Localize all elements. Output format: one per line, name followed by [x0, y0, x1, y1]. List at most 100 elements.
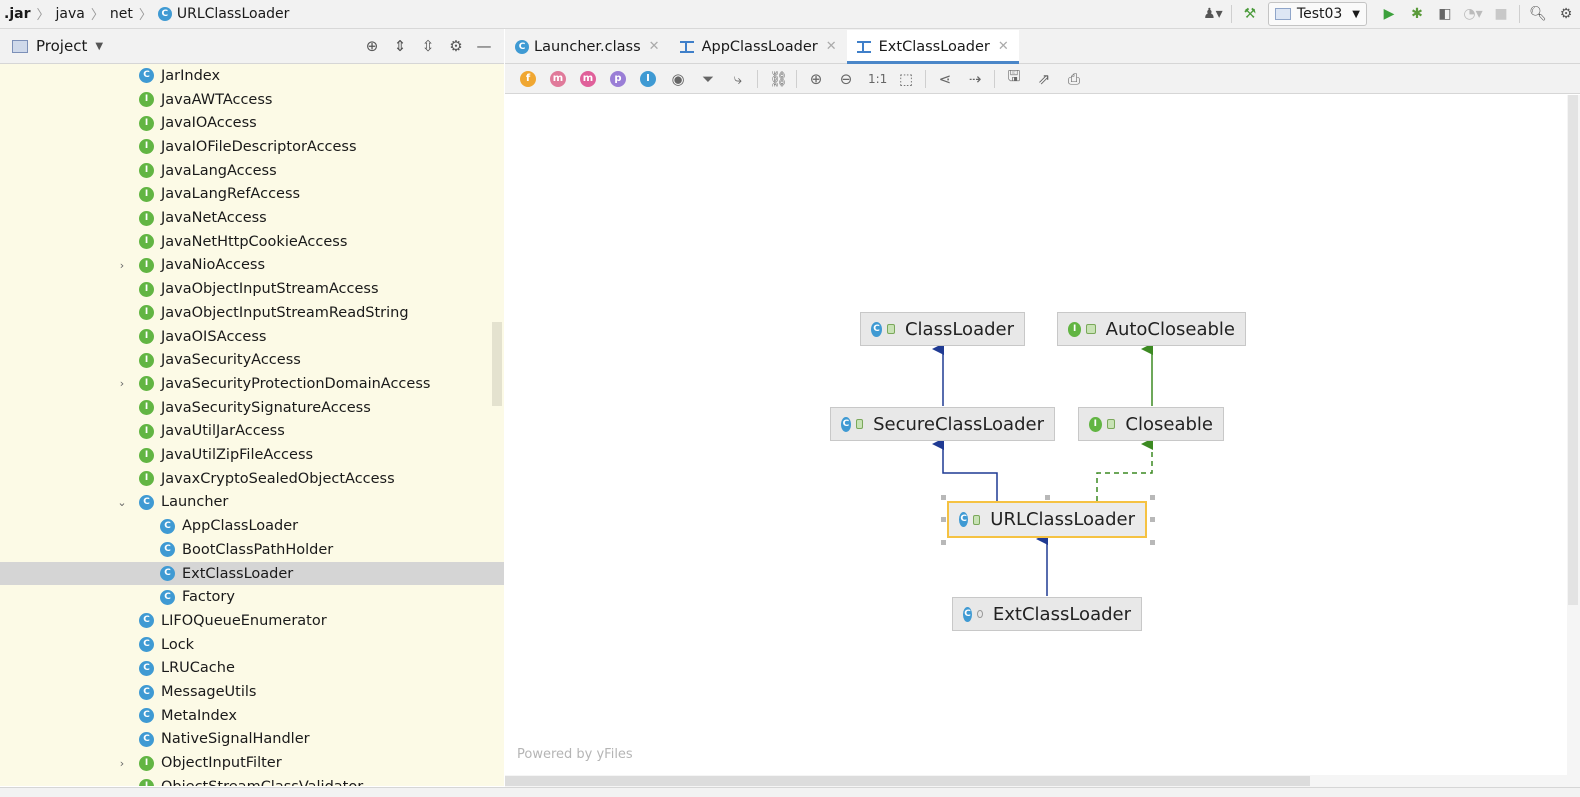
methods-icon[interactable]: m — [580, 70, 596, 87]
close-icon[interactable]: ✕ — [648, 39, 660, 54]
locate-icon[interactable]: ⊕ — [365, 37, 379, 55]
close-icon[interactable]: ✕ — [825, 39, 837, 54]
resize-handle[interactable] — [1045, 495, 1050, 500]
resize-handle[interactable] — [941, 495, 946, 500]
diagram-node-closeable[interactable]: I Closeable — [1078, 407, 1224, 441]
dependencies-icon[interactable]: ⛓ — [769, 69, 789, 88]
resize-handle[interactable] — [1150, 540, 1155, 545]
apply-layout-icon[interactable]: ⇢ — [968, 69, 982, 88]
chevron-right-icon[interactable]: › — [119, 756, 125, 770]
tab-appclassloader[interactable]: AppClassLoader ✕ — [670, 30, 847, 63]
run-configuration-select[interactable]: Test03 ▼ — [1267, 2, 1367, 26]
filter-icon[interactable]: ⏷ — [701, 69, 714, 88]
diagram-node-classloader[interactable]: C ClassLoader — [860, 312, 1025, 346]
properties-icon[interactable]: p — [610, 70, 626, 87]
project-view-selector[interactable]: Project ▼ — [12, 37, 103, 55]
tab-extclassloader[interactable]: ExtClassLoader ✕ — [846, 30, 1019, 64]
zoom-out-icon[interactable]: ⊖ — [839, 69, 853, 88]
edge-mode-icon[interactable]: ⤷ — [733, 69, 743, 88]
tree-item-label: MessageUtils — [161, 684, 257, 701]
resize-handle[interactable] — [1150, 517, 1155, 522]
tree-scrollbar[interactable] — [492, 322, 502, 406]
stop-icon[interactable]: ■ — [1494, 6, 1508, 22]
chevron-right-icon[interactable]: › — [119, 377, 125, 391]
expand-all-icon[interactable]: ⇕ — [393, 37, 407, 55]
diagram-canvas[interactable]: C ClassLoader I AutoCloseable C SecureCl… — [505, 95, 1567, 775]
hammer-icon[interactable]: ⚒ — [1243, 6, 1257, 22]
resize-handle[interactable] — [941, 517, 946, 522]
close-icon[interactable]: ✕ — [997, 39, 1009, 54]
canvas-vertical-scrollbar[interactable] — [1567, 95, 1580, 775]
constructors-icon[interactable]: m — [550, 70, 566, 87]
actual-size-icon[interactable]: 1:1 — [868, 71, 888, 86]
tab-launcher-class[interactable]: C Launcher.class ✕ — [505, 30, 670, 63]
coverage-icon[interactable]: ◧ — [1438, 6, 1452, 22]
visibility-icon[interactable]: ◉ — [671, 69, 685, 88]
save-icon[interactable]: 🖫 — [1007, 67, 1021, 85]
settings-icon[interactable]: ⚙ — [449, 37, 463, 55]
print-icon[interactable]: ⎙ — [1067, 69, 1080, 88]
fields-icon[interactable]: f — [520, 70, 536, 87]
diagram-node-urlclassloader[interactable]: C URLClassLoader — [947, 501, 1147, 538]
settings-icon[interactable]: ⚙ — [1559, 6, 1573, 22]
breadcrumb-item-net[interactable]: net — [109, 5, 133, 22]
chevron-down-icon[interactable]: ⌄ — [117, 495, 127, 509]
diagram-node-extclassloader[interactable]: C ExtClassLoader — [952, 597, 1142, 631]
diagram-node-autocloseable[interactable]: I AutoCloseable — [1057, 312, 1246, 346]
collapse-all-icon[interactable]: ⇳ — [421, 37, 435, 55]
resize-handle[interactable] — [1150, 495, 1155, 500]
tree-item-objectstreamclassvalidator[interactable]: IObjectStreamClassValidator — [0, 775, 504, 786]
profile-icon[interactable]: ◔▾ — [1463, 6, 1483, 22]
export-icon[interactable]: ⇗ — [1037, 69, 1051, 88]
debug-icon[interactable]: ✱ — [1411, 6, 1423, 22]
diagram-node-secureclassloader[interactable]: C SecureClassLoader — [830, 407, 1055, 441]
zoom-in-icon[interactable]: ⊕ — [809, 69, 823, 88]
scrollbar-thumb[interactable] — [505, 776, 1310, 786]
chevron-right-icon[interactable]: › — [119, 258, 125, 272]
layout-icon[interactable]: ⋖ — [938, 69, 952, 88]
run-icon[interactable]: ▶ — [1383, 6, 1395, 22]
breadcrumb-item-java[interactable]: java — [55, 5, 85, 22]
user-icon[interactable]: ♟▾ — [1203, 6, 1223, 22]
canvas-horizontal-scrollbar[interactable] — [505, 775, 1580, 787]
breadcrumb-item-jar[interactable]: .jar — [4, 5, 31, 22]
scrollbar-thumb[interactable] — [1568, 95, 1578, 605]
fit-content-icon[interactable]: ⬚ — [898, 69, 914, 88]
resize-handle[interactable] — [941, 540, 946, 545]
inner-classes-icon[interactable]: I — [640, 70, 656, 87]
breadcrumb-item-urlclassloader[interactable]: URLClassLoader — [176, 5, 290, 22]
minimize-icon[interactable]: — — [476, 37, 492, 55]
search-icon[interactable]: 🔍︎ — [1529, 6, 1547, 22]
